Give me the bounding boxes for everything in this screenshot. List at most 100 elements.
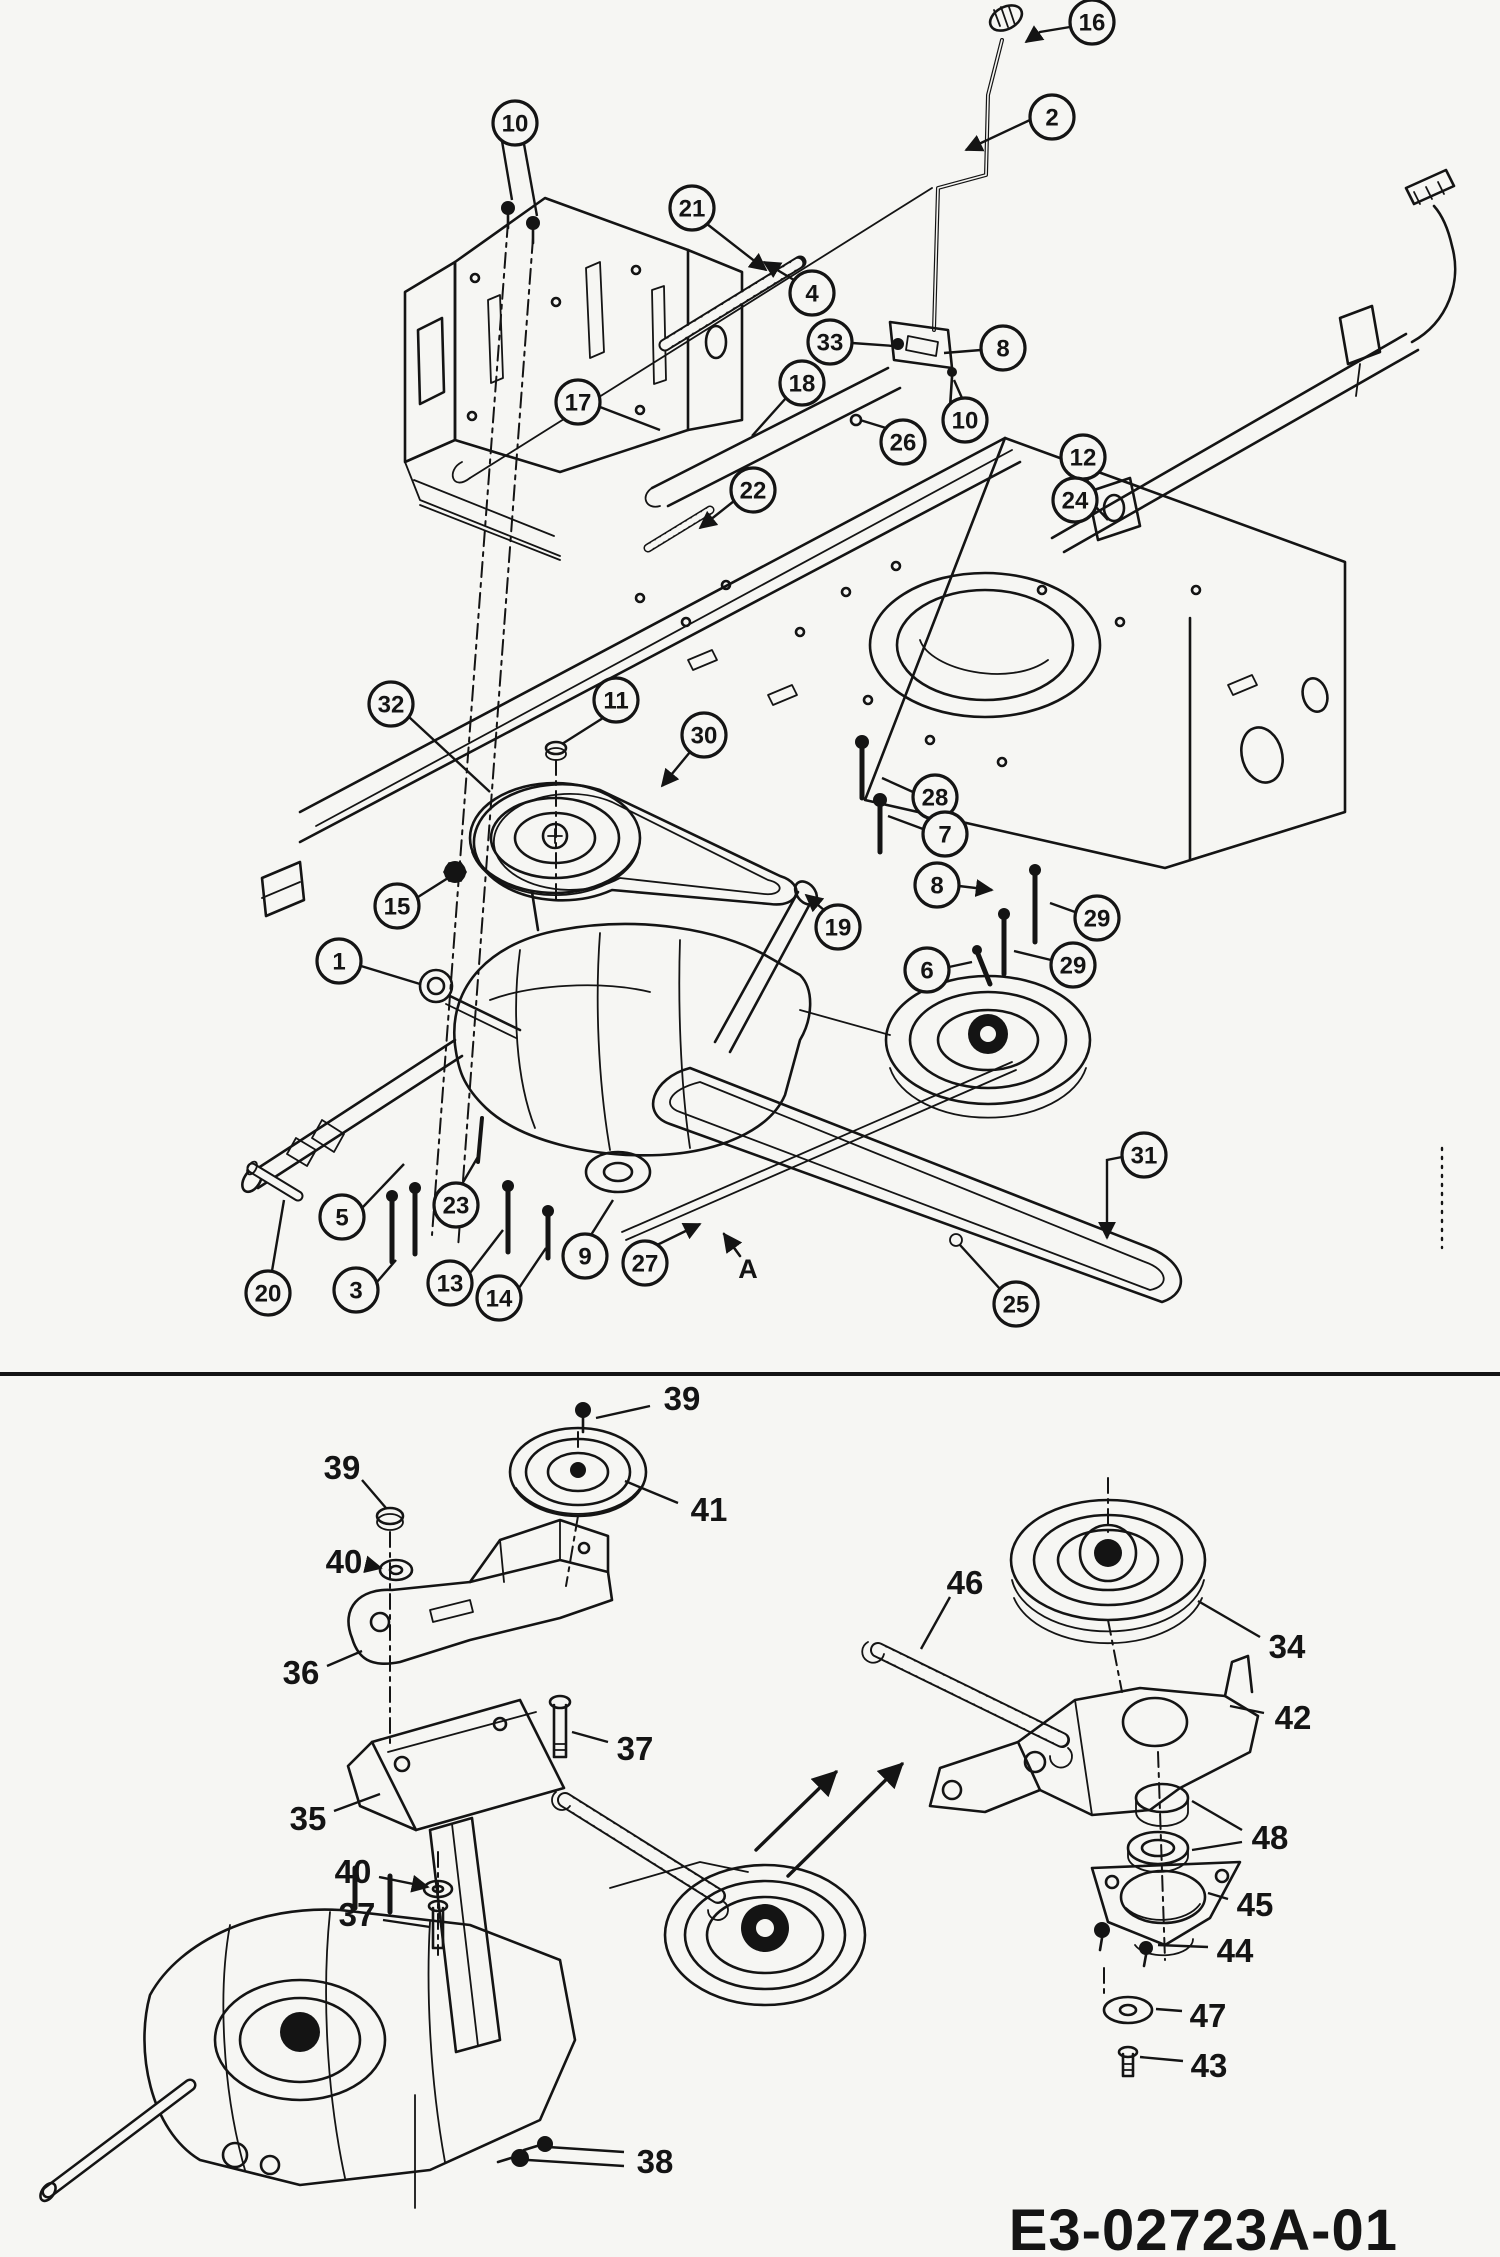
leader-line	[571, 1730, 609, 1744]
callout-2: 2	[964, 93, 1076, 152]
callout-10: 10	[941, 379, 989, 444]
callout-number: 4	[805, 281, 819, 308]
detail-label-number: 41	[691, 1491, 728, 1528]
callout-3: 3	[332, 1259, 397, 1314]
callout-number: 12	[1070, 445, 1097, 472]
callout-number: 25	[1003, 1292, 1030, 1319]
callout-10: 10	[491, 99, 539, 217]
clutch-cable-art	[451, 187, 933, 484]
detail-view-left	[39, 1402, 867, 2209]
callout-8: 8	[943, 324, 1027, 372]
callout-number: 18	[789, 371, 816, 398]
leader-line	[660, 751, 691, 788]
callout-circle	[1120, 1131, 1168, 1179]
callout-number: 27	[632, 1251, 659, 1278]
seat-bracket-art	[403, 196, 744, 561]
leader-line	[599, 405, 661, 432]
callout-circle	[554, 378, 602, 426]
callout-number: 32	[378, 692, 405, 719]
callout-circle	[1049, 941, 1097, 989]
callout-circle	[806, 318, 854, 366]
leader-line	[948, 960, 973, 969]
callout-circle	[903, 946, 951, 994]
callout-circle	[668, 184, 716, 232]
callout-number: 9	[578, 1244, 591, 1271]
callout-number: 6	[920, 958, 933, 985]
idler-bracket-36-art	[347, 1518, 614, 1665]
callout-number: 31	[1131, 1143, 1158, 1170]
detail-label-number: 48	[1252, 1819, 1289, 1856]
leader-line	[1155, 2007, 1183, 2013]
leader-line	[1013, 949, 1052, 962]
callout-13: 13	[426, 1229, 504, 1307]
detail-label-number: 36	[283, 1654, 320, 1691]
leader-line	[656, 1222, 702, 1247]
callout-number: 30	[691, 723, 718, 750]
callout-17: 17	[554, 378, 661, 432]
leader-line	[500, 140, 514, 201]
callout-25: 25	[959, 1244, 1040, 1328]
callout-circle	[475, 1274, 523, 1322]
callout-circle	[913, 861, 961, 909]
detail-label-35: 35	[290, 1792, 381, 1837]
callout-20: 20	[244, 1199, 292, 1317]
leader-line	[460, 1154, 481, 1185]
callout-number: 8	[930, 873, 943, 900]
callout-circle	[592, 676, 640, 724]
leader-line	[469, 1229, 504, 1274]
callout-number: 19	[825, 915, 852, 942]
leader-line	[887, 814, 924, 831]
callout-circle	[318, 1193, 366, 1241]
callout-number: 29	[1060, 953, 1087, 980]
callout-7: 7	[887, 810, 969, 858]
detail-label-42: 42	[1229, 1699, 1311, 1736]
callout-1: 1	[315, 937, 421, 986]
callout-number: 29	[1084, 906, 1111, 933]
callout-circle	[373, 882, 421, 930]
detail-label-45: 45	[1207, 1886, 1273, 1923]
callout-circle	[1073, 894, 1121, 942]
detail-label-48: 48	[1191, 1799, 1289, 1856]
leader-line	[360, 964, 421, 986]
detail-label-39: 39	[595, 1380, 700, 1420]
leader-line	[624, 1479, 679, 1505]
top-exploded-view: A	[241, 4, 1457, 1304]
idler-arm-42-art	[928, 1619, 1260, 1817]
idler-hardware-art	[375, 1402, 648, 1745]
callout-circle	[491, 99, 539, 147]
callout-number: 22	[740, 478, 767, 505]
flange-45-art	[1090, 1860, 1242, 1957]
leader-line	[527, 2158, 625, 2168]
leader-line	[1098, 1155, 1123, 1240]
transaxle-left-art	[39, 1851, 577, 2209]
detail-label-number: 40	[335, 1853, 372, 1890]
leader-line	[919, 1596, 952, 1650]
detail-label-34: 34	[1197, 1599, 1306, 1665]
callout-circle	[1051, 476, 1099, 524]
detail-label-number: 40	[326, 1543, 363, 1580]
bolts-10-art	[501, 201, 540, 245]
leader-line	[1191, 1799, 1243, 1832]
leader-line	[376, 1259, 397, 1283]
leader-line	[1229, 1704, 1265, 1715]
shift-lever-art	[932, 4, 1024, 332]
callout-circle	[941, 396, 989, 444]
callout-29: 29	[1049, 894, 1121, 942]
callout-number: 21	[679, 196, 706, 223]
callout-number: 20	[255, 1281, 282, 1308]
callout-23: 23	[432, 1154, 481, 1229]
callout-number: 11	[603, 688, 628, 715]
callout-circle	[1028, 93, 1076, 141]
leader-line	[1191, 1840, 1243, 1852]
leader-line	[1139, 2055, 1184, 2063]
leader-line	[851, 341, 895, 348]
detail-label-number: 44	[1217, 1932, 1254, 1969]
callout-28: 28	[881, 773, 959, 821]
callout-circle	[879, 418, 927, 466]
callout-number: 13	[437, 1271, 464, 1298]
callout-circle	[426, 1259, 474, 1307]
callout-circle	[561, 1232, 609, 1280]
leader-line	[270, 1199, 286, 1272]
centerlines-top	[431, 221, 557, 1249]
